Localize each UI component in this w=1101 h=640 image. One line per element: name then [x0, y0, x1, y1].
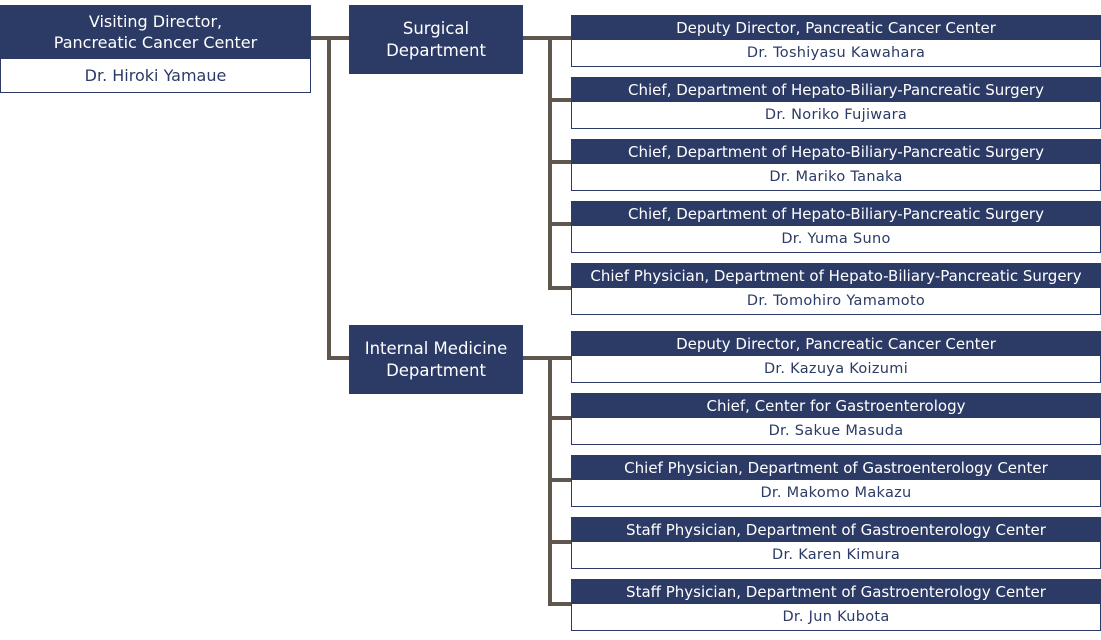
- staff-name: Dr. Tomohiro Yamamoto: [571, 288, 1101, 315]
- staff-card: Chief, Center for Gastroenterology Dr. S…: [571, 393, 1101, 445]
- staff-title: Chief Physician, Department of Gastroent…: [571, 455, 1101, 480]
- director-card: Visiting Director, Pancreatic Cancer Cen…: [0, 5, 311, 93]
- staff-card: Chief, Department of Hepato-Biliary-Panc…: [571, 201, 1101, 253]
- surgical-department-box: Surgical Department: [349, 5, 523, 74]
- staff-card: Staff Physician, Department of Gastroent…: [571, 579, 1101, 631]
- staff-title: Deputy Director, Pancreatic Cancer Cente…: [571, 15, 1101, 40]
- staff-title: Deputy Director, Pancreatic Cancer Cente…: [571, 331, 1101, 356]
- connector-internal-branch: [548, 602, 573, 606]
- department-title-line1: Internal Medicine: [364, 338, 508, 358]
- director-title-line2: Pancreatic Cancer Center: [53, 33, 258, 52]
- director-title-line1: Visiting Director,: [88, 12, 223, 31]
- internal-medicine-department-box: Internal Medicine Department: [349, 325, 523, 394]
- staff-name: Dr. Sakue Masuda: [571, 418, 1101, 445]
- staff-title: Chief, Center for Gastroenterology: [571, 393, 1101, 418]
- connector-internal-branch: [548, 478, 573, 482]
- staff-name: Dr. Karen Kimura: [571, 542, 1101, 569]
- staff-title: Chief, Department of Hepato-Biliary-Panc…: [571, 201, 1101, 226]
- staff-name: Dr. Mariko Tanaka: [571, 164, 1101, 191]
- staff-title: Chief Physician, Department of Hepato-Bi…: [571, 263, 1101, 288]
- staff-card: Chief, Department of Hepato-Biliary-Panc…: [571, 139, 1101, 191]
- connector-trunk-to-surgical: [327, 36, 349, 40]
- director-title: Visiting Director, Pancreatic Cancer Cen…: [0, 5, 311, 59]
- connector-surgical-branch: [548, 222, 573, 226]
- staff-title: Staff Physician, Department of Gastroent…: [571, 517, 1101, 542]
- connector-director-to-trunk: [311, 36, 331, 40]
- department-title-line1: Surgical: [402, 18, 470, 38]
- connector-surgical-branch: [548, 286, 573, 290]
- connector-trunk-to-internal: [327, 356, 349, 360]
- staff-name: Dr. Toshiyasu Kawahara: [571, 40, 1101, 67]
- connector-internal-branch: [548, 540, 573, 544]
- staff-card: Deputy Director, Pancreatic Cancer Cente…: [571, 331, 1101, 383]
- staff-card: Deputy Director, Pancreatic Cancer Cente…: [571, 15, 1101, 67]
- staff-card: Staff Physician, Department of Gastroent…: [571, 517, 1101, 569]
- staff-card: Chief, Department of Hepato-Biliary-Panc…: [571, 77, 1101, 129]
- connector-surgical-branch: [548, 98, 573, 102]
- connector-internal-branch: [548, 416, 573, 420]
- staff-title: Chief, Department of Hepato-Biliary-Panc…: [571, 77, 1101, 102]
- connector-surgical-branch: [548, 160, 573, 164]
- staff-name: Dr. Kazuya Koizumi: [571, 356, 1101, 383]
- staff-name: Dr. Makomo Makazu: [571, 480, 1101, 507]
- staff-name: Dr. Jun Kubota: [571, 604, 1101, 631]
- staff-name: Dr. Noriko Fujiwara: [571, 102, 1101, 129]
- connector-main-trunk: [327, 36, 331, 360]
- department-title-line2: Department: [386, 40, 486, 60]
- department-title-line2: Department: [386, 360, 486, 380]
- staff-card: Chief Physician, Department of Hepato-Bi…: [571, 263, 1101, 315]
- staff-name: Dr. Yuma Suno: [571, 226, 1101, 253]
- staff-card: Chief Physician, Department of Gastroent…: [571, 455, 1101, 507]
- staff-title: Chief, Department of Hepato-Biliary-Panc…: [571, 139, 1101, 164]
- staff-title: Staff Physician, Department of Gastroent…: [571, 579, 1101, 604]
- director-name: Dr. Hiroki Yamaue: [0, 59, 311, 93]
